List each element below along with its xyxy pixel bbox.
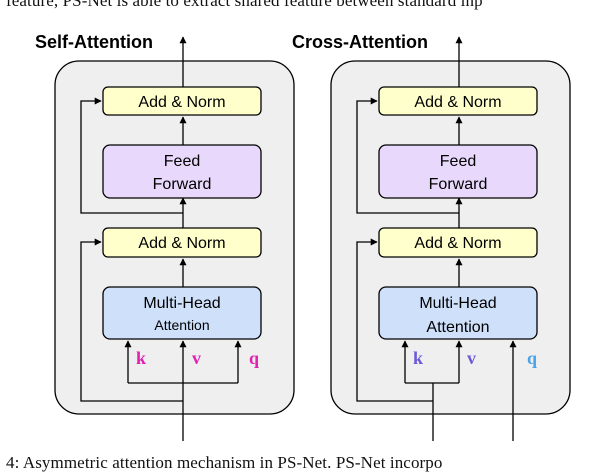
self-feed-forward-label-2: Forward (153, 176, 212, 193)
cross-attention-block: Cross-Attention Add & Norm Feed (292, 32, 571, 441)
self-feed-forward-label-1: Feed (164, 153, 200, 170)
cross-multi-head-attention-box (378, 286, 538, 340)
cross-add-norm-top-label: Add & Norm (414, 94, 501, 111)
self-residual-arrow-1 (80, 238, 183, 402)
self-attention-label-1: Multi-Head (143, 295, 220, 312)
cross-add-norm-bottom-box (378, 227, 538, 258)
self-k-label: k (136, 348, 146, 368)
self-attention-block: Self-Attention (35, 32, 295, 441)
cross-feed-forward-label-1: Feed (440, 153, 476, 170)
cross-attention-label-1: Multi-Head (419, 295, 496, 312)
cross-feed-forward-box (378, 144, 538, 199)
cross-feed-forward-label-2: Forward (429, 176, 488, 193)
cross-attention-title: Cross-Attention (292, 32, 428, 52)
self-attention-title: Self-Attention (35, 32, 153, 52)
self-v-label: v (192, 348, 201, 368)
cross-v-label: v (467, 348, 476, 368)
cross-residual-arrow-2 (356, 97, 459, 214)
cross-add-norm-bottom-label: Add & Norm (414, 235, 501, 252)
top-text-fragment: feature, PS-Net is able to extract share… (6, 0, 483, 10)
self-residual-arrow-2 (80, 97, 183, 214)
self-add-norm-bottom-label: Add & Norm (138, 235, 225, 252)
self-feed-forward-box (102, 144, 262, 199)
cross-residual-arrow-1 (356, 238, 433, 402)
self-add-norm-top-box (102, 86, 262, 116)
cross-add-norm-top-box (378, 86, 538, 116)
self-add-norm-bottom-box (102, 227, 262, 258)
self-multi-head-attention-box (102, 286, 262, 340)
self-attention-label-2: Attention (154, 317, 209, 333)
figure-caption: 4: Asymmetric attention mechanism in PS-… (6, 453, 443, 472)
self-add-norm-top-label: Add & Norm (138, 94, 225, 111)
cross-k-label: k (413, 348, 423, 368)
cross-q-label: q (527, 348, 537, 368)
cross-attention-label-2: Attention (426, 319, 489, 336)
self-q-label: q (249, 348, 259, 368)
